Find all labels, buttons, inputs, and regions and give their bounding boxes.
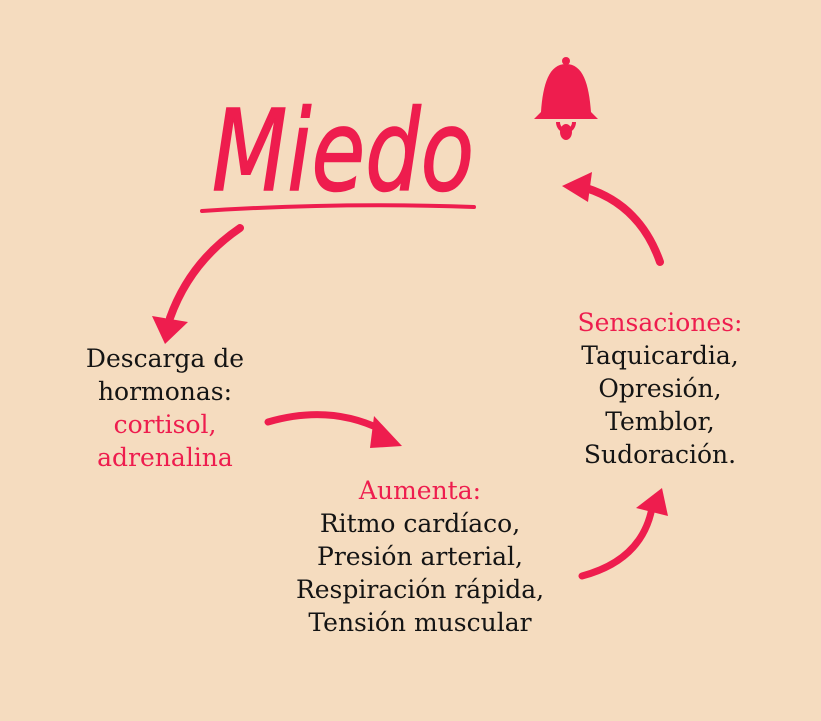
hormones-line-1: Descarga de	[85, 344, 245, 373]
sensations-item: Temblor,	[605, 407, 715, 436]
increase-item: Respiración rápida,	[295, 575, 545, 604]
bell-icon	[534, 57, 598, 140]
hormones-highlight-2: adrenalina	[97, 443, 233, 472]
hormones-highlight-1: cortisol,	[113, 410, 217, 439]
sensations-item: Taquicardia,	[581, 341, 739, 370]
arrow-increase-to-sensations	[578, 488, 668, 580]
sensations-item: Opresión,	[598, 374, 722, 403]
increase-item: Tensión muscular	[308, 608, 532, 637]
increase-heading: Aumenta:	[358, 476, 482, 505]
sensations-block: Sensaciones: Taquicardia, Opresión, Temb…	[555, 306, 765, 471]
arrow-title-to-hormones	[152, 224, 244, 344]
increase-block: Aumenta: Ritmo cardíaco, Presión arteria…	[270, 474, 570, 639]
title-miedo: Miedo	[212, 87, 474, 217]
increase-item: Presión arterial,	[317, 542, 523, 571]
sensations-item: Sudoración.	[583, 440, 737, 469]
hormone-release-block: Descarga de hormonas: cortisol, adrenali…	[40, 342, 290, 474]
increase-item: Ritmo cardíaco,	[319, 509, 521, 538]
arrow-hormones-to-increase	[264, 411, 402, 448]
sensations-heading: Sensaciones:	[577, 308, 743, 337]
title-underline	[200, 203, 476, 213]
hormones-line-2: hormonas:	[97, 377, 233, 406]
arrow-sensations-to-bell	[562, 172, 664, 266]
